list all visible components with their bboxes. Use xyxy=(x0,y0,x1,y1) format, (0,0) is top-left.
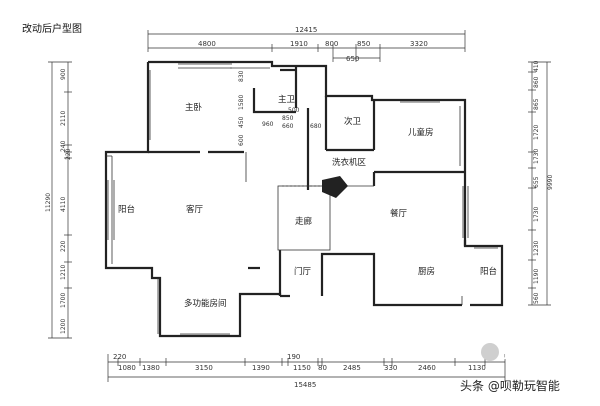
dim-left-3: 240 xyxy=(60,140,67,152)
dim-right-5: 1730 xyxy=(533,149,540,164)
dim-bottom-3: 1380 xyxy=(142,364,160,372)
dim-top-3: 800 xyxy=(325,40,338,48)
dim-left-total: 11290 xyxy=(45,193,52,212)
room-label-foyer: 门厅 xyxy=(294,266,312,277)
dim-inner-7: 660 xyxy=(282,123,294,130)
dim-bottom-10: 330 xyxy=(384,364,397,372)
dim-left-9: 1200 xyxy=(60,319,67,334)
inner-dimensions: 830 1580 450 600 960 850 660 500 680 xyxy=(238,70,322,146)
dim-inner-3: 450 xyxy=(238,116,245,128)
room-label-master-bedroom: 主卧 xyxy=(185,102,203,113)
room-label-kids-room: 儿童房 xyxy=(408,127,434,138)
dim-top-2: 1910 xyxy=(290,40,308,48)
dim-bottom-9: 2485 xyxy=(343,364,361,372)
dim-inner-2: 1580 xyxy=(238,95,245,110)
right-dimensions xyxy=(528,61,551,306)
dim-inner-8: 500 xyxy=(288,107,300,114)
dim-bottom-total: 15485 xyxy=(294,381,316,389)
dim-left-5: 4110 xyxy=(60,197,67,212)
thin-lines xyxy=(106,67,469,334)
column-marker xyxy=(322,176,348,198)
dim-right-10: 560 xyxy=(533,292,540,304)
room-label-multi-room: 多功能房间 xyxy=(184,298,227,309)
dim-top-1: 4800 xyxy=(198,40,216,48)
dim-inner-5: 960 xyxy=(262,121,274,128)
dim-bottom-11: 2460 xyxy=(418,364,436,372)
dim-right-8: 1230 xyxy=(533,241,540,256)
dim-right-7: 1730 xyxy=(533,207,540,222)
dim-left-2: 2110 xyxy=(60,111,67,126)
dim-bottom-8: 80 xyxy=(318,364,327,372)
dim-inner-1: 830 xyxy=(238,70,245,82)
room-label-laundry: 洗衣机区 xyxy=(332,157,367,168)
room-label-living-room: 客厅 xyxy=(186,204,204,215)
dim-bottom-12: 1130 xyxy=(468,364,486,372)
left-dimension-labels: 11290 900 2110 240 220 4110 220 1210 170… xyxy=(45,68,72,334)
walls xyxy=(104,60,504,338)
room-label-kitchen: 厨房 xyxy=(418,266,435,277)
dim-top-5: 3320 xyxy=(410,40,428,48)
dim-inner-6: 850 xyxy=(282,115,294,122)
room-label-balcony-left: 阳台 xyxy=(118,204,135,215)
room-label-corridor: 走廊 xyxy=(295,216,313,227)
dim-top-4: 850 xyxy=(357,40,370,48)
dim-right-3: 865 xyxy=(533,98,540,110)
dim-bottom-4: 3150 xyxy=(195,364,213,372)
dim-bottom-5: 1390 xyxy=(252,364,270,372)
dim-bottom-6: 190 xyxy=(287,353,300,361)
room-label-dining: 餐厅 xyxy=(390,209,408,219)
watermark-source-text: 头条 @呗勒玩智能 xyxy=(460,378,560,393)
top-dimensions xyxy=(147,30,466,62)
room-label-guest-bath: 次卫 xyxy=(344,116,362,127)
left-dimensions xyxy=(48,61,72,339)
dim-right-6: 655 xyxy=(533,176,540,188)
dim-right-4: 1720 xyxy=(533,125,540,140)
dim-left-6: 220 xyxy=(60,240,67,252)
bottom-dimensions xyxy=(107,354,506,382)
dim-bottom-1: 220 xyxy=(113,353,126,361)
dim-top-sub: 650 xyxy=(346,55,359,63)
dim-right-total: 9990 xyxy=(547,175,554,190)
dim-left-7: 1210 xyxy=(60,265,67,280)
dim-left-4: 220 xyxy=(65,148,72,160)
watermark-brand: 路由器 xyxy=(481,343,550,362)
dim-top-total: 12415 xyxy=(295,26,317,34)
room-labels: 主卧 主卫 次卫 儿童房 洗衣机区 阳台 客厅 走廊 餐厅 门厅 厨房 阳台 多… xyxy=(118,94,497,309)
right-dimension-labels: 9990 410 860 865 1720 1730 655 1730 1230… xyxy=(533,60,554,304)
dim-bottom-2: 1080 xyxy=(118,364,136,372)
window-markers xyxy=(107,63,498,335)
dim-inner-9: 680 xyxy=(310,123,322,130)
dim-right-1: 410 xyxy=(533,60,540,72)
dim-inner-4: 600 xyxy=(238,134,245,146)
dim-left-1: 900 xyxy=(60,68,67,80)
dim-left-8: 1700 xyxy=(60,293,67,308)
dim-right-2: 860 xyxy=(533,76,540,88)
room-label-master-bath: 主卫 xyxy=(278,94,296,105)
plan-caption: 改动后户型图 xyxy=(22,22,82,35)
watermark-brand-text: 路由器 xyxy=(504,344,550,362)
router-logo-icon xyxy=(481,343,499,361)
room-label-balcony-right: 阳台 xyxy=(480,266,497,277)
dim-bottom-7: 1150 xyxy=(293,364,311,372)
dim-right-9: 1190 xyxy=(533,269,540,284)
